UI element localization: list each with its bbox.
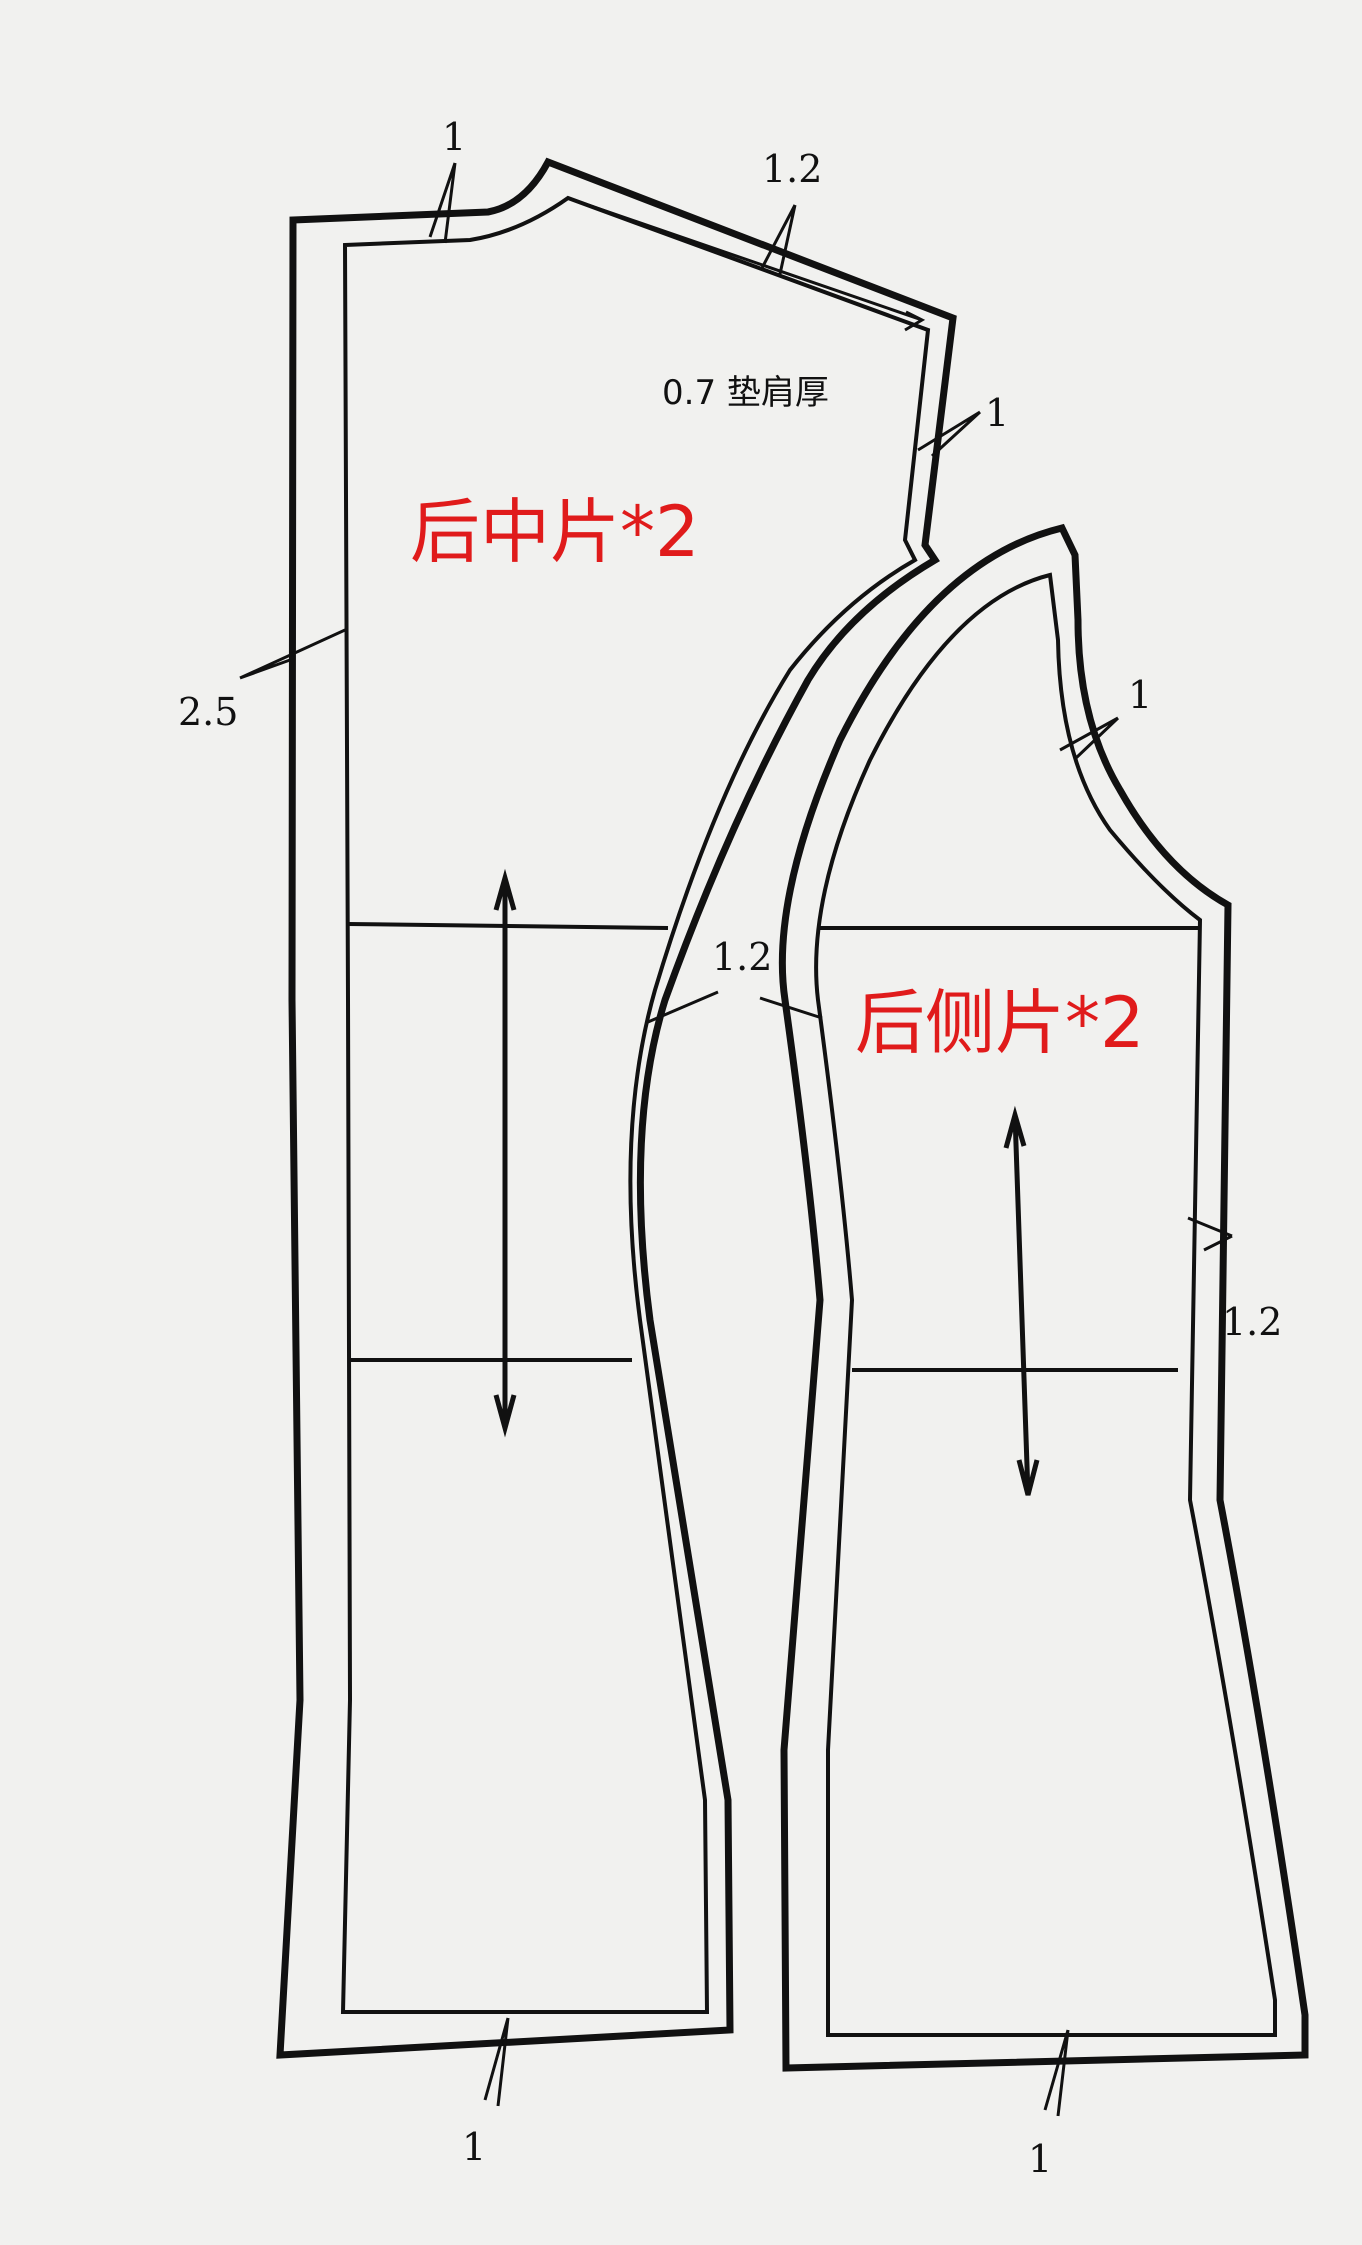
hem-center-allowance-label: 1 bbox=[462, 2125, 486, 2169]
back-center-piece-label: 后中片*2 bbox=[410, 491, 700, 573]
shoulder-pad-marker bbox=[567, 196, 926, 332]
leader-shoulder bbox=[760, 204, 797, 275]
leader-neck bbox=[428, 162, 457, 244]
back-center-cut-line bbox=[276, 157, 957, 2059]
center-back-allowance-label: 2.5 bbox=[178, 690, 238, 734]
armhole-side-allowance-label: 1 bbox=[1128, 673, 1152, 717]
side-seam-allowance-label: 1.2 bbox=[712, 935, 772, 979]
shoulder-allowance-label: 1.2 bbox=[762, 147, 822, 191]
leader-armhole-center bbox=[917, 410, 982, 458]
back-side-seam-line bbox=[814, 572, 1277, 2037]
back-side-cut-line bbox=[778, 523, 1309, 2072]
hem-side-allowance-label: 1 bbox=[1028, 2137, 1052, 2181]
shoulder-pad-label: 0.7 垫肩厚 bbox=[662, 373, 829, 413]
leader-center-back bbox=[239, 628, 346, 680]
back-center-seam-line bbox=[340, 195, 931, 2014]
back-side-piece-label: 后侧片*2 bbox=[855, 982, 1145, 1064]
leader-armhole-side bbox=[1059, 716, 1120, 760]
leader-side-seam bbox=[647, 990, 823, 1024]
back-center-grain-arrow bbox=[493, 868, 517, 1438]
armhole-center-allowance-label: 1 bbox=[985, 391, 1009, 435]
side-outer-allowance-label: 1.2 bbox=[1222, 1300, 1282, 1344]
back-side-grain-arrow bbox=[1003, 1105, 1040, 1496]
leader-side-outer bbox=[1187, 1216, 1233, 1252]
leader-hem-side bbox=[1043, 2029, 1070, 2117]
neck-allowance-label: 1 bbox=[442, 115, 466, 159]
leader-hem-center bbox=[483, 2017, 510, 2107]
back-center-chest-line bbox=[347, 922, 669, 930]
